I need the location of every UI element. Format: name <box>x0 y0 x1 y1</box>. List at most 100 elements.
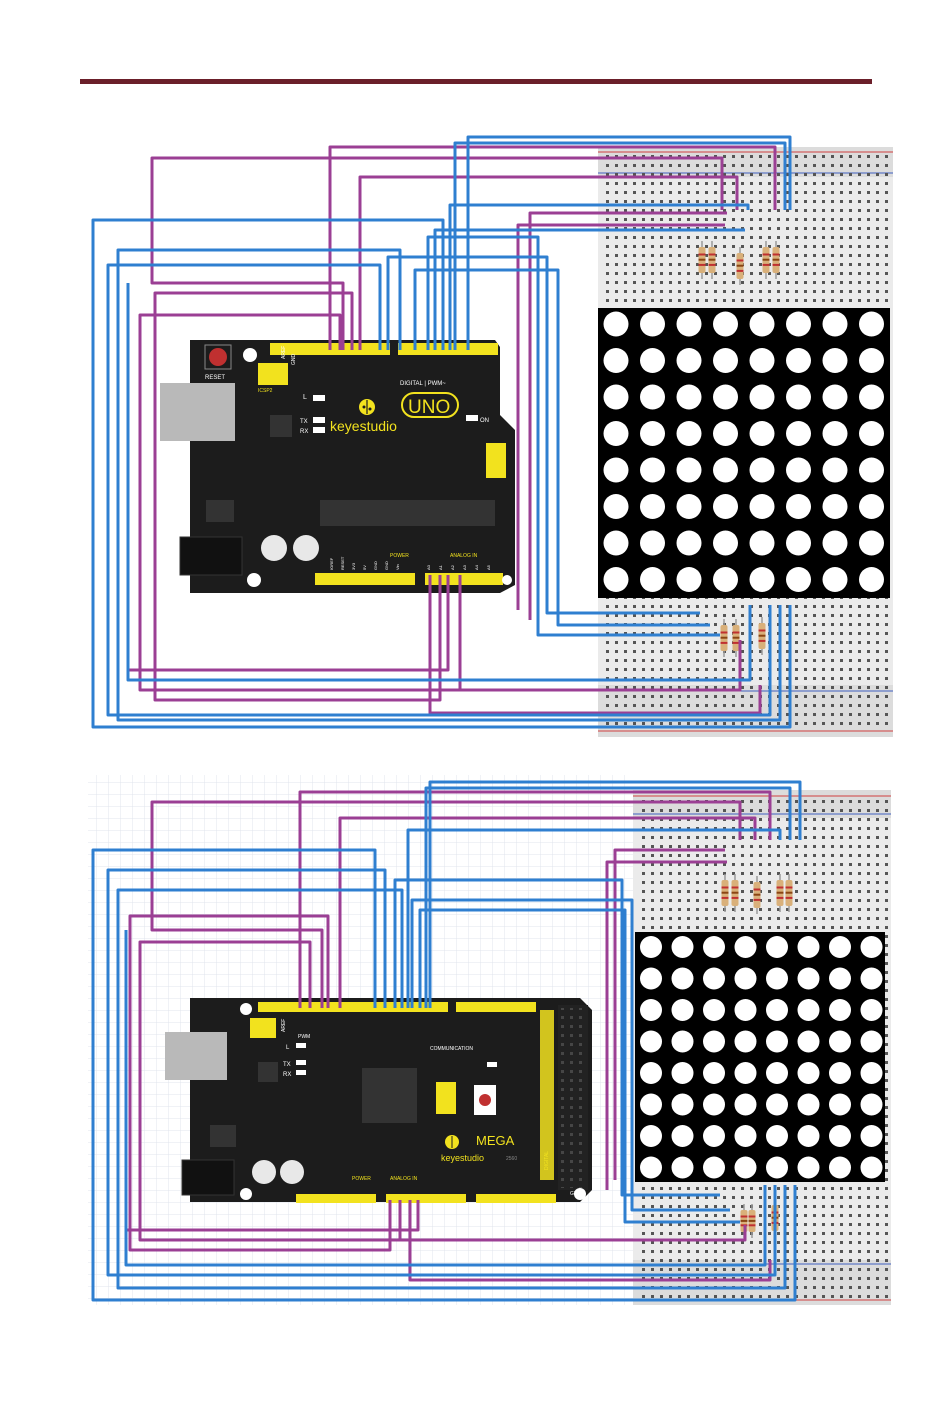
pin-label: A4 <box>474 564 479 570</box>
header-rule <box>80 79 872 84</box>
led-dot <box>713 494 738 519</box>
mega-power-label: POWER <box>352 1176 371 1182</box>
led-dot <box>703 1125 725 1147</box>
mega-model-text: MEGA <box>476 1133 515 1148</box>
led-dot <box>786 567 811 592</box>
led-dot <box>766 1157 788 1179</box>
mega-aref-label: AREF <box>281 1019 287 1032</box>
led-dot <box>750 385 775 410</box>
led-dot <box>829 1157 851 1179</box>
mega-tx-label: TX <box>283 1062 291 1068</box>
uno-rx-label: RX <box>300 429 308 435</box>
led-dot <box>766 1062 788 1084</box>
pin-label: GND <box>384 561 389 570</box>
mega-wiring-diagram: AREF PWM L TX RX COMMUNICATION keyestudi… <box>0 770 950 1310</box>
pin-label: A5 <box>486 564 491 570</box>
led-dot <box>766 968 788 990</box>
led-dot <box>823 494 848 519</box>
uno-digital-label: DIGITAL | PWM~ <box>400 381 446 387</box>
led-dot <box>735 999 757 1021</box>
led-dot <box>677 458 702 483</box>
led-dot <box>640 968 662 990</box>
led-dot <box>640 348 665 373</box>
mega-brand-text: keyestudio <box>441 1153 484 1163</box>
led-dot <box>798 936 820 958</box>
led-dot <box>750 567 775 592</box>
led-dot <box>823 312 848 337</box>
led-dot <box>703 936 725 958</box>
led-dot <box>713 567 738 592</box>
led-dot <box>750 312 775 337</box>
led-dot <box>640 1125 662 1147</box>
led-dot <box>798 1062 820 1084</box>
led-dot <box>640 567 665 592</box>
led-dot <box>677 531 702 556</box>
pin-label: GND <box>373 561 378 570</box>
led-dot <box>861 1062 883 1084</box>
led-dot <box>672 999 694 1021</box>
uno-l-label: L <box>303 394 307 401</box>
led-dot <box>735 968 757 990</box>
pin-label: IOREF <box>329 557 334 570</box>
led-dot <box>640 1157 662 1179</box>
uno-power-label: POWER <box>390 553 409 559</box>
led-dot <box>786 348 811 373</box>
pin-label: A3 <box>462 564 467 570</box>
pin-label: 5V <box>362 565 367 570</box>
led-dot <box>829 1094 851 1116</box>
uno-reset-label: RESET <box>205 375 225 381</box>
uno-icsp-label: ICSP2 <box>258 388 273 394</box>
uno-wiring-diagram: RESET ICSP2 DIGITAL | PWM~ L TX RX keyes… <box>0 125 950 737</box>
pin-label: 3V3 <box>351 562 356 570</box>
led-dot <box>823 531 848 556</box>
led-dot <box>750 531 775 556</box>
led-dot <box>703 968 725 990</box>
led-dot <box>677 567 702 592</box>
uno-analog-label: ANALOG IN <box>450 553 478 559</box>
mega-communication-label: COMMUNICATION <box>430 1046 473 1052</box>
led-dot <box>861 1125 883 1147</box>
led-dot <box>713 385 738 410</box>
led-dot <box>829 1062 851 1084</box>
led-dot <box>604 385 629 410</box>
led-dot <box>672 1125 694 1147</box>
led-dot <box>766 1094 788 1116</box>
led-dot <box>604 494 629 519</box>
led-dot <box>713 458 738 483</box>
mega-led-matrix <box>635 932 885 1182</box>
mega-pwm-label: PWM <box>298 1034 310 1040</box>
uno-brand-text: keyestudio <box>330 418 397 434</box>
led-dot <box>766 936 788 958</box>
ladybug-logo-icon <box>445 1135 459 1149</box>
led-dot <box>604 567 629 592</box>
led-dot <box>859 385 884 410</box>
led-dot <box>672 1031 694 1053</box>
led-dot <box>861 968 883 990</box>
led-dot <box>677 385 702 410</box>
led-dot <box>677 348 702 373</box>
pin-label: A0 <box>426 564 431 570</box>
uno-on-label: ON <box>480 418 489 424</box>
pin-label: A2 <box>450 564 455 570</box>
uno-aref-label: AREF <box>281 346 287 359</box>
led-dot <box>735 1157 757 1179</box>
led-dot <box>640 458 665 483</box>
led-dot <box>713 312 738 337</box>
led-dot <box>735 1062 757 1084</box>
led-dot <box>735 936 757 958</box>
led-dot <box>823 458 848 483</box>
led-dot <box>859 494 884 519</box>
pin-label: Vin <box>395 564 400 570</box>
led-dot <box>713 348 738 373</box>
led-dot <box>750 421 775 446</box>
led-dot <box>823 348 848 373</box>
led-dot <box>735 1031 757 1053</box>
dc-jack-icon <box>182 1160 234 1195</box>
mega-model-suffix: 2560 <box>506 1156 517 1162</box>
led-dot <box>798 1031 820 1053</box>
led-dot <box>823 567 848 592</box>
led-dot <box>703 1031 725 1053</box>
led-dot <box>640 936 662 958</box>
led-dot <box>823 421 848 446</box>
led-dot <box>786 494 811 519</box>
